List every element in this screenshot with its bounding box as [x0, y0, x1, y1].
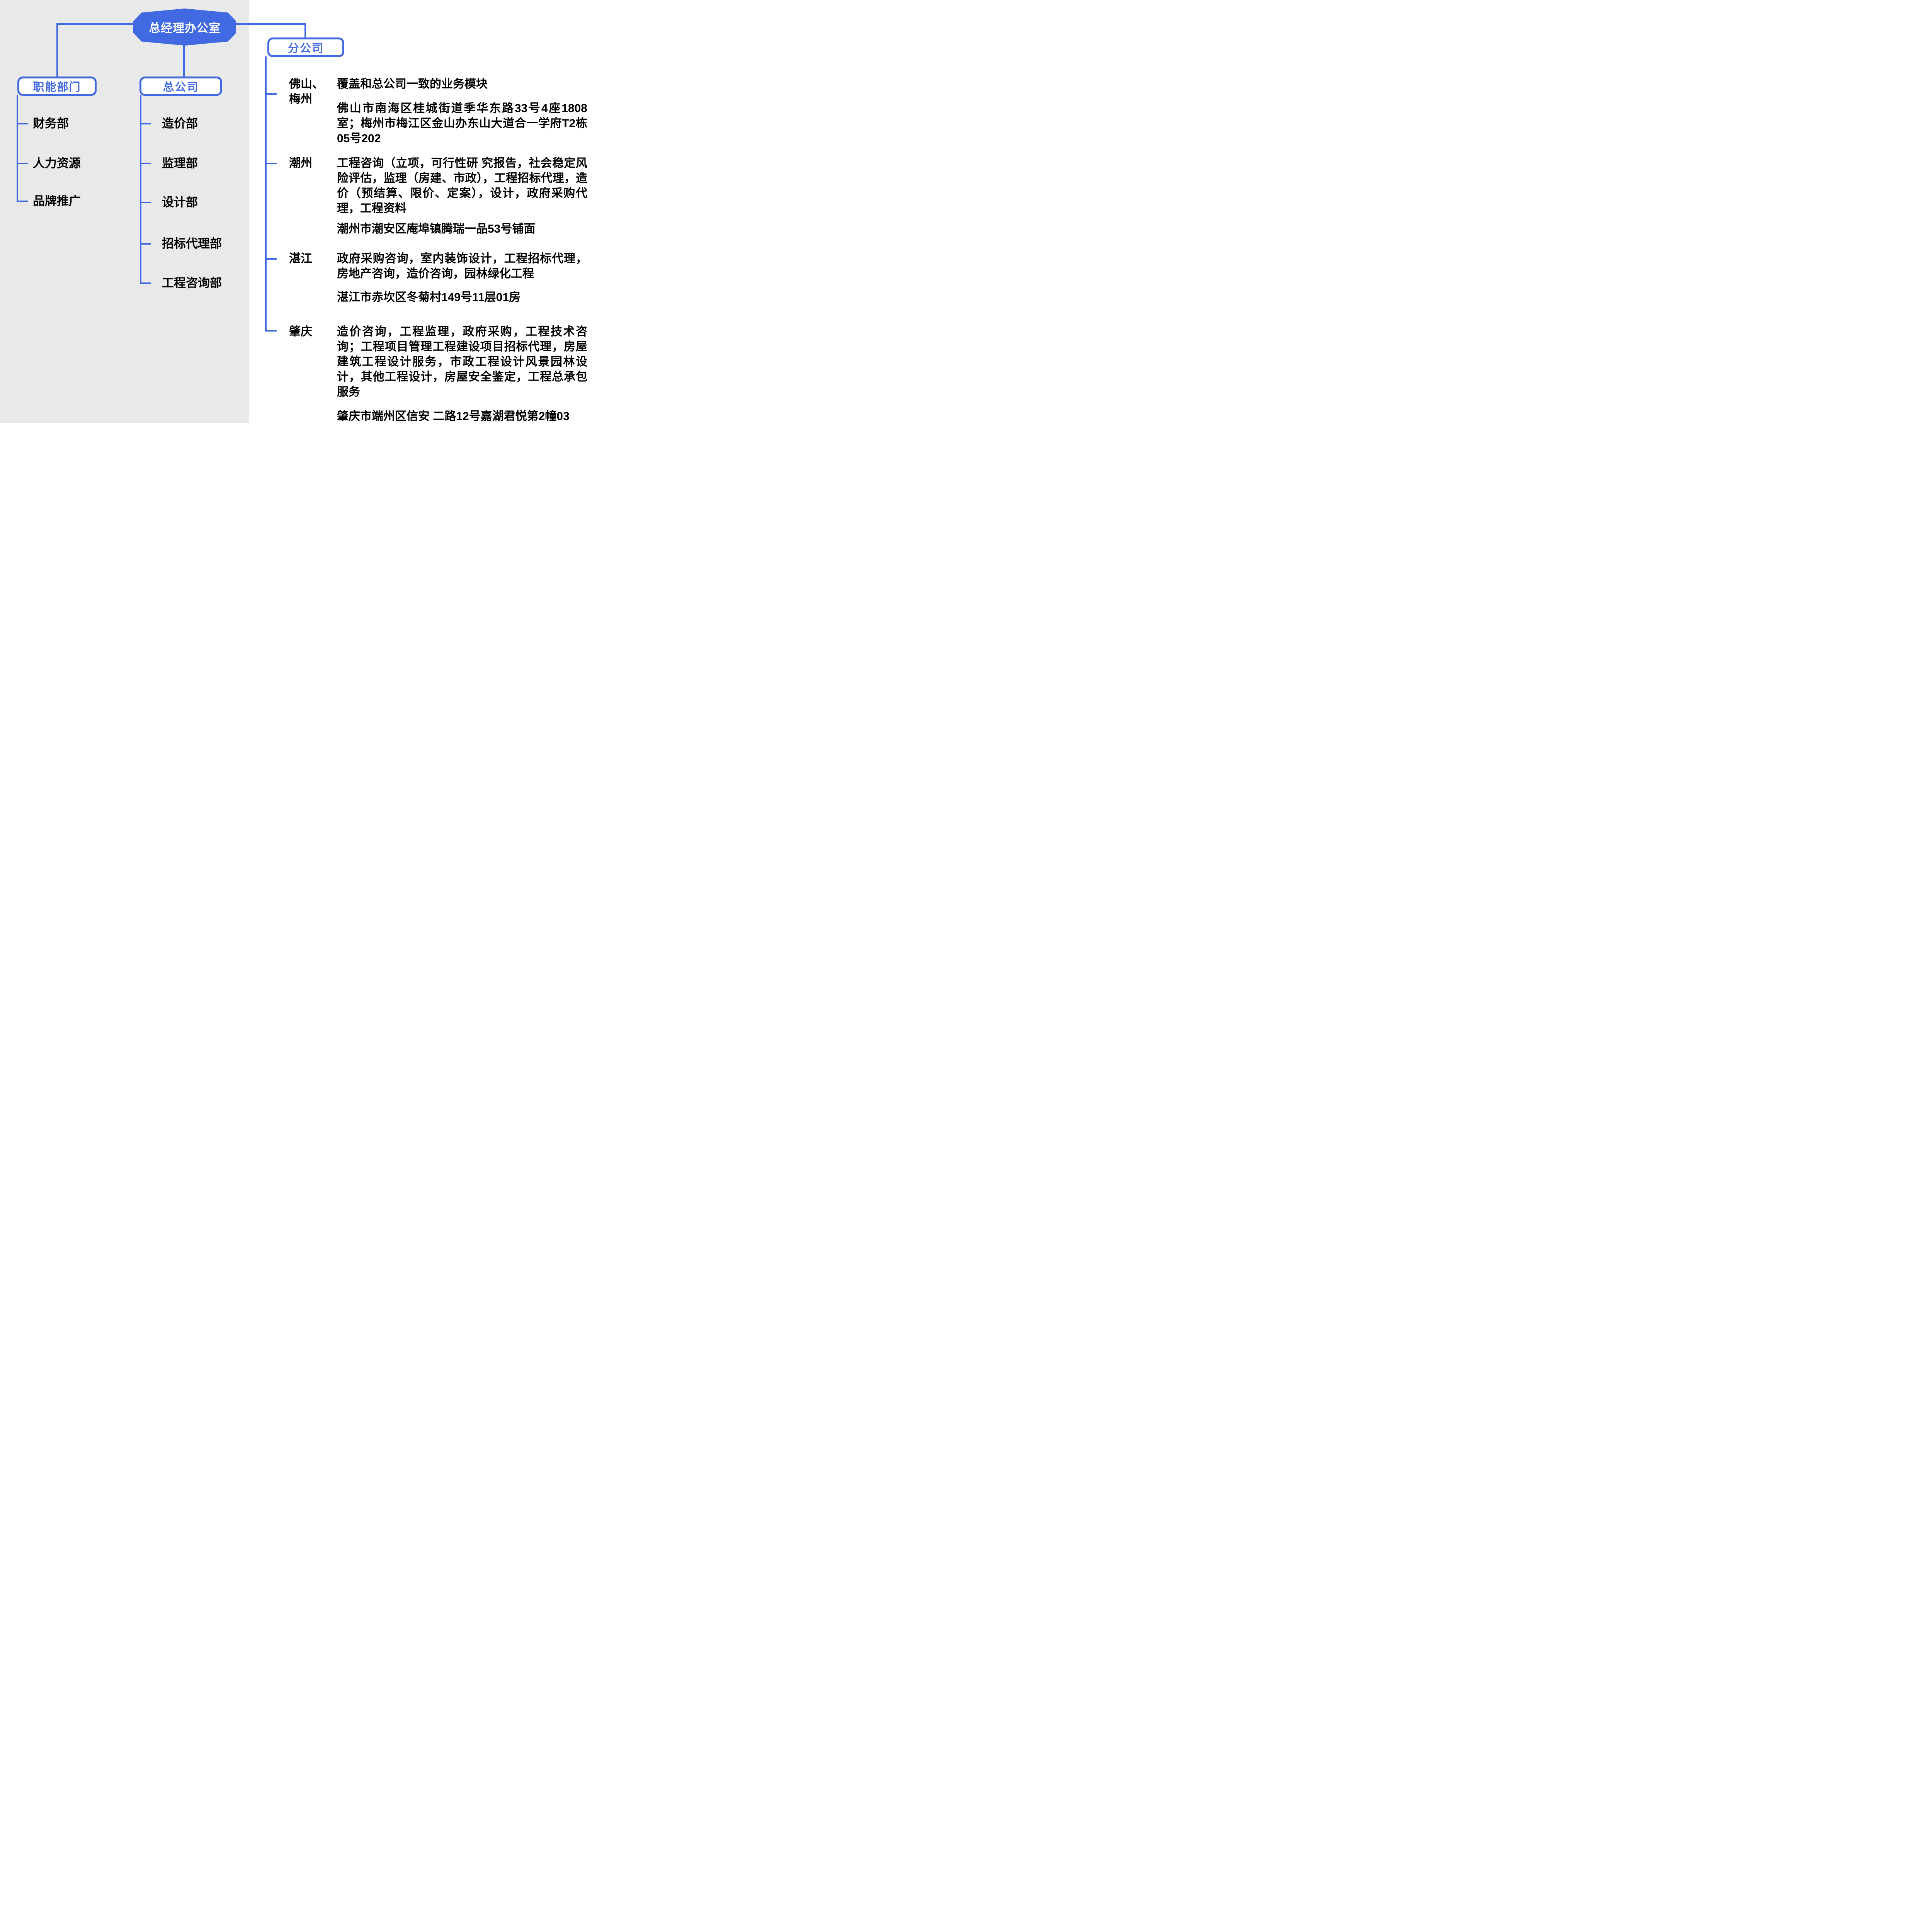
- node-general-manager-office: 总经理办公室: [133, 9, 236, 46]
- node-functional-departments: 职能部门: [17, 77, 97, 96]
- connector-root-to-functional-v: [56, 23, 58, 77]
- connector-root-to-branch-h: [235, 23, 306, 25]
- org-chart-canvas: 总经理办公室 职能部门 总公司 分公司 财务部 人力资源 品牌推广 造价部 监理…: [0, 0, 598, 423]
- branch-city-line1: 肇庆: [289, 325, 312, 338]
- functional-tick-3: [17, 201, 28, 202]
- headoffice-tick-4: [140, 243, 151, 245]
- branch-tick-zhaoqing: [265, 330, 277, 332]
- functional-tick-1: [17, 123, 28, 124]
- branch-address-text: 肇庆市端州区信安 二路12号嘉湖君悦第2幢03: [337, 410, 570, 423]
- branch-city-label-zhanjiang: 湛江: [289, 251, 335, 266]
- node-functional-departments-label: 职能部门: [33, 81, 81, 94]
- branch-city-line1: 潮州: [289, 157, 312, 170]
- headoffice-item-engineering-consulting: 工程咨询部: [162, 276, 222, 290]
- headoffice-item-bidding-agency: 招标代理部: [162, 237, 222, 250]
- branch-address-text: 湛江市赤坎区冬菊村149号11层01房: [337, 291, 521, 304]
- connector-root-to-headoffice-v: [183, 45, 185, 77]
- headoffice-item-cost: 造价部: [162, 117, 198, 130]
- branch-city-label-zhaoqing: 肇庆: [289, 324, 335, 339]
- branch-desc-foshan-meizhou: 覆盖和总公司一致的业务模块 佛山市南海区桂城街道季华东路33号4座1808室；梅…: [337, 77, 587, 146]
- branch-city-label-chaozhou: 潮州: [289, 156, 335, 171]
- functional-item-brand: 品牌推广: [33, 194, 81, 208]
- functional-item-hr: 人力资源: [33, 156, 81, 170]
- branch-desc-zhaoqing: 造价咨询，工程监理，政府采购，工程技术咨询；工程项目管理工程建设项目招标代理，房…: [337, 324, 587, 423]
- headoffice-tick-2: [140, 163, 151, 164]
- branch-desc-chaozhou: 工程咨询（立项，可行性研 究报告，社会稳定风险评估，监理（房建、市政），工程招标…: [337, 156, 587, 236]
- branch-city-label-foshan-meizhou: 佛山、 梅州: [289, 77, 335, 107]
- branch-tick-chaozhou: [265, 163, 277, 164]
- branch-business-text: 造价咨询，工程监理，政府采购，工程技术咨询；工程项目管理工程建设项目招标代理，房…: [337, 325, 587, 398]
- branch-city-line1: 湛江: [289, 252, 312, 265]
- connector-root-to-branch-v: [304, 23, 306, 37]
- branch-address-text: 佛山市南海区桂城街道季华东路33号4座1808室；梅州市梅江区金山办东山大道合一…: [337, 102, 587, 145]
- branch-business-text: 工程咨询（立项，可行性研 究报告，社会稳定风险评估，监理（房建、市政），工程招标…: [337, 157, 587, 215]
- left-panel-background: [0, 0, 249, 423]
- functional-trunk-line: [17, 95, 18, 202]
- branch-city-line1: 佛山、: [289, 78, 324, 90]
- functional-tick-2: [17, 163, 28, 164]
- node-general-manager-office-label: 总经理办公室: [149, 22, 221, 35]
- branch-tick-foshan-meizhou: [265, 93, 277, 95]
- headoffice-tick-3: [140, 202, 151, 203]
- headoffice-tick-5: [140, 282, 151, 284]
- node-branch-company: 分公司: [267, 37, 344, 57]
- node-branch-company-label: 分公司: [287, 42, 324, 55]
- node-head-office: 总公司: [139, 77, 222, 96]
- headoffice-trunk-line: [140, 95, 141, 284]
- branch-address-text: 潮州市潮安区庵埠镇腾瑞一品53号铺面: [337, 223, 536, 235]
- branch-city-line2: 梅州: [289, 93, 312, 105]
- headoffice-item-supervision: 监理部: [162, 156, 198, 170]
- branch-desc-zhanjiang: 政府采购咨询，室内装饰设计，工程招标代理，房地产咨询，造价咨询，园林绿化工程 湛…: [337, 251, 587, 305]
- branch-trunk-line: [265, 56, 267, 332]
- connector-root-to-functional-h: [56, 23, 133, 25]
- branch-business-text: 覆盖和总公司一致的业务模块: [337, 78, 488, 90]
- functional-item-finance: 财务部: [33, 117, 69, 130]
- headoffice-item-design: 设计部: [162, 196, 198, 209]
- branch-business-text: 政府采购咨询，室内装饰设计，工程招标代理，房地产咨询，造价咨询，园林绿化工程: [337, 252, 587, 280]
- node-head-office-label: 总公司: [163, 81, 199, 94]
- branch-tick-zhanjiang: [265, 258, 277, 260]
- headoffice-tick-1: [140, 123, 151, 124]
